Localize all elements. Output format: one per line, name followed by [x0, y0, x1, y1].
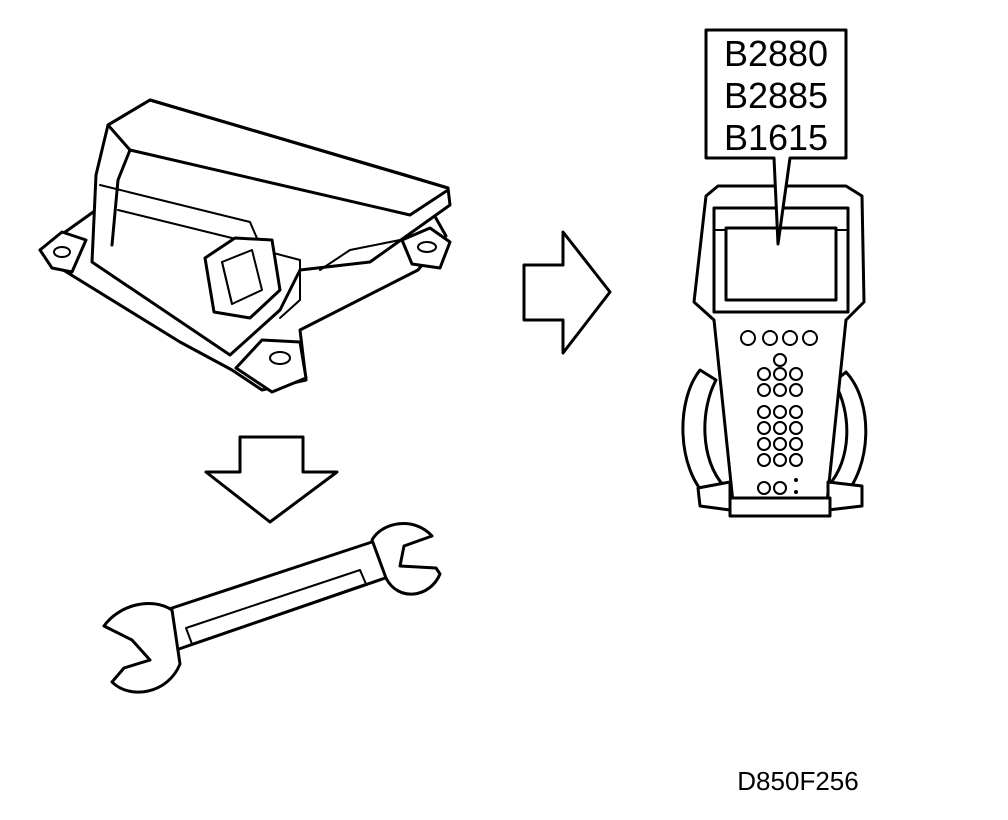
airbag-sensor-module-icon — [38, 98, 452, 394]
dtc-code-2: B2885 — [724, 75, 828, 116]
dtc-callout: B2880 B2885 B1615 — [704, 28, 848, 246]
dtc-code-3: B1615 — [724, 117, 828, 158]
arrow-down-icon — [204, 435, 339, 524]
dtc-code-1: B2880 — [724, 33, 828, 74]
figure-id: D850F256 — [737, 766, 858, 796]
arrow-right-icon — [522, 230, 612, 355]
wrench-icon — [102, 522, 442, 694]
hand-held-tester-icon — [681, 184, 868, 518]
